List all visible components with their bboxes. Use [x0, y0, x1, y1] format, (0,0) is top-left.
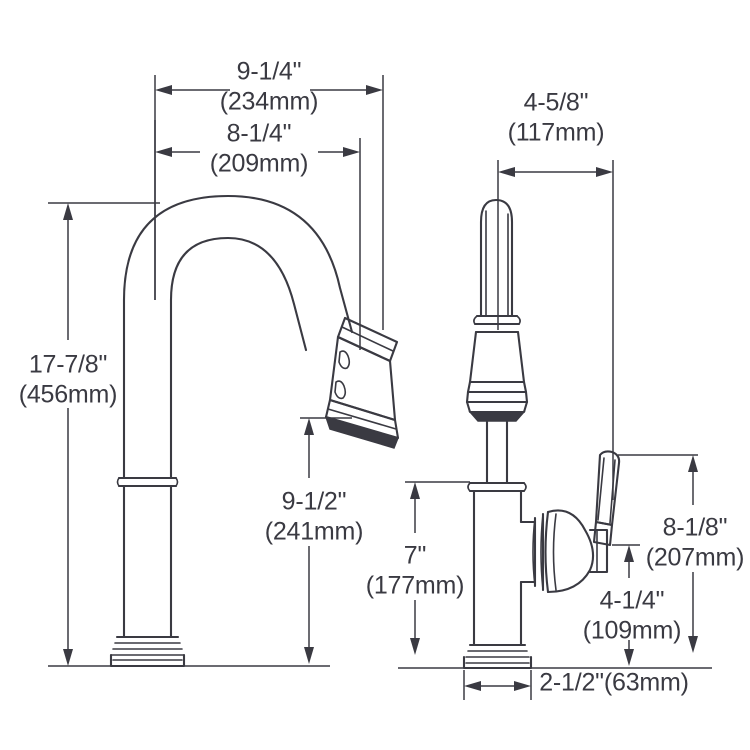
dimension-label-metric: (207mm)	[646, 544, 745, 572]
dimension-label-imperial: 17-7/8"	[29, 351, 107, 379]
dimension-label-imperial: 7"	[404, 542, 426, 570]
dimension-label-imperial: 4-5/8"	[524, 89, 589, 117]
front-view-base	[109, 635, 186, 668]
dimension-base-diameter: 2-1/2"(63mm)	[463, 669, 689, 700]
side-view-faucet	[462, 198, 621, 670]
side-view-valve-neck	[519, 520, 537, 584]
dimension-label-metric: (234mm)	[220, 88, 319, 116]
dimension-label-metric: (109mm)	[583, 617, 682, 645]
dimension-label-imperial: 9-1/2"	[282, 488, 347, 516]
dimension-spout-clearance-height: 9-1/2" (241mm)	[265, 417, 364, 664]
side-view-valve-housing	[532, 509, 609, 594]
dimension-label-metric: (241mm)	[265, 518, 364, 546]
side-view-body-collar	[467, 481, 527, 493]
dimension-label-metric: (456mm)	[19, 381, 118, 409]
side-view-riser	[485, 419, 509, 485]
dimension-label-imperial: 8-1/4"	[227, 120, 292, 148]
dimension-spray-head-width: 4-5/8" (117mm)	[497, 89, 614, 500]
dimension-label-metric: (209mm)	[210, 150, 309, 178]
dimension-label-imperial: 8-1/8"	[663, 514, 728, 542]
front-view-gooseneck-arc	[122, 194, 354, 480]
dimension-handle-height: 8-1/8" (207mm)	[618, 454, 745, 653]
front-view-column	[122, 484, 173, 639]
side-view-spray-collar	[473, 314, 521, 334]
dimension-spout-reach-overall: 9-1/4" (234mm)	[154, 58, 384, 330]
dimension-label-metric: (117mm)	[508, 119, 605, 147]
side-view-spray-wand	[479, 198, 514, 318]
front-view-column-collar	[116, 476, 179, 488]
dimension-label-imperial: 4-1/4"	[600, 587, 665, 615]
dimension-handle-clearance: 4-1/4" (109mm)	[583, 544, 682, 666]
side-view-base	[462, 643, 533, 670]
dimension-spout-reach-inner: 8-1/4" (209mm)	[154, 120, 361, 350]
side-view-spray-cone	[465, 330, 529, 422]
dimension-label-metric: (177mm)	[366, 572, 465, 600]
dimension-overall-height: 17-7/8" (456mm)	[19, 202, 160, 666]
front-view-faucet	[109, 194, 400, 668]
side-view-body-column	[472, 489, 523, 647]
baseline	[48, 665, 712, 669]
dimension-label-inline: 2-1/2"(63mm)	[539, 669, 689, 697]
dimension-body-height: 7" (177mm)	[366, 481, 470, 655]
front-view-spray-head	[324, 316, 400, 449]
dimension-label-imperial: 9-1/4"	[237, 58, 302, 86]
